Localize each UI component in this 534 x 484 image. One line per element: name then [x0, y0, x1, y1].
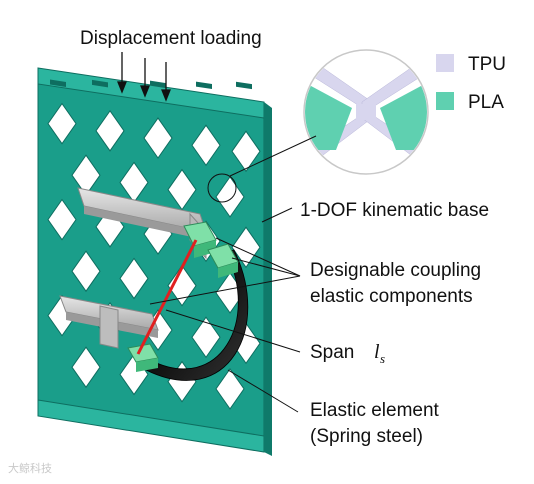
label-span-symbol: l [374, 341, 380, 363]
coupling-block-right [207, 243, 239, 278]
label-span: Span [310, 342, 354, 363]
lattice-side [264, 102, 272, 456]
legend-label-tpu: TPU [468, 54, 506, 75]
lattice-hole [215, 368, 245, 410]
label-elastic-line1: Elastic element [310, 400, 440, 421]
legend-swatch-pla [436, 92, 454, 110]
lattice-hole [215, 176, 245, 218]
lattice-hole [143, 117, 173, 159]
watermark: 大鲸科技 [8, 461, 52, 475]
legend-swatch-tpu [436, 54, 454, 72]
lattice-hole [47, 198, 77, 241]
legend: TPU PLA [436, 54, 506, 113]
legend-label-pla: PLA [468, 92, 504, 113]
lattice-hole [47, 102, 77, 145]
lattice-hole [191, 316, 221, 359]
lattice-hole [231, 226, 261, 269]
label-coupling-line1: Designable coupling [310, 260, 481, 281]
label-kinematic-base: 1-DOF kinematic base [300, 200, 489, 221]
displacement-arrows [117, 52, 171, 102]
label-displacement-loading: Displacement loading [80, 28, 262, 49]
lattice-hole [231, 130, 261, 173]
lattice-hole [95, 109, 125, 152]
steel-bracket-lower [59, 295, 159, 349]
label-coupling-line2: elastic components [310, 286, 473, 307]
lattice-hole [71, 250, 101, 293]
top-rail-slots [50, 79, 252, 90]
zoom-inset [207, 49, 429, 203]
lattice-hole [71, 346, 101, 389]
lattice-hole [191, 124, 221, 167]
lattice-hole [119, 257, 149, 300]
label-span-subscript: s [380, 351, 385, 366]
lattice-hole [167, 264, 197, 307]
span-line [136, 239, 198, 355]
label-elastic-line2: (Spring steel) [310, 426, 423, 447]
